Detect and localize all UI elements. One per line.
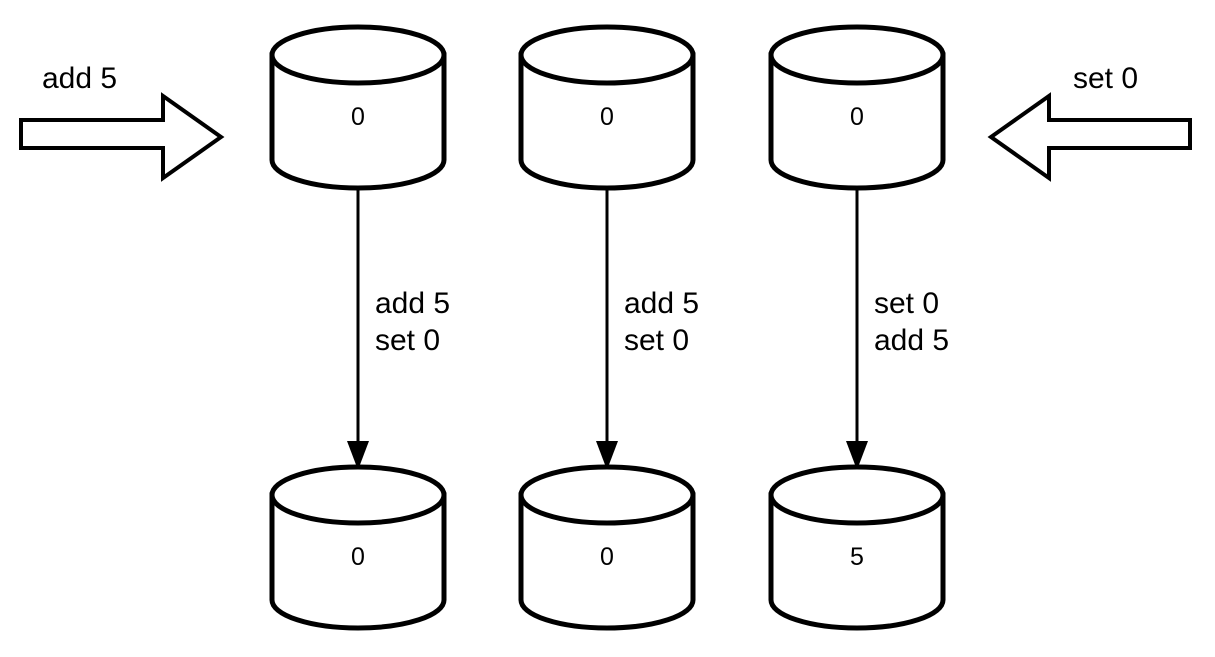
right-operation-label: set 0 bbox=[1073, 62, 1138, 95]
replica-3-after-value: 5 bbox=[850, 543, 864, 571]
replica-3-before-value: 0 bbox=[850, 103, 864, 131]
replica-2-edge bbox=[596, 188, 618, 470]
replica-3-after-cylinder: 5 bbox=[768, 464, 946, 631]
replica-2-after-value: 0 bbox=[600, 543, 614, 571]
block-arrow-left-icon bbox=[987, 92, 1192, 182]
block-arrow-right-icon bbox=[19, 92, 225, 182]
replica-1-op-1: add 5 bbox=[375, 287, 450, 320]
replica-1-op-2: set 0 bbox=[375, 324, 440, 357]
left-operation-label: add 5 bbox=[42, 62, 117, 95]
replica-1-after-value: 0 bbox=[351, 543, 365, 571]
replica-2-before-value: 0 bbox=[600, 103, 614, 131]
replica-1-before-value: 0 bbox=[351, 103, 365, 131]
replica-3-op-1: set 0 bbox=[874, 287, 939, 320]
replica-3-before-cylinder: 0 bbox=[768, 24, 946, 191]
replica-2-op-1: add 5 bbox=[624, 287, 699, 320]
replica-2-before-cylinder: 0 bbox=[518, 24, 696, 191]
replica-3-edge bbox=[846, 188, 868, 470]
replica-3-op-2: add 5 bbox=[874, 324, 949, 357]
replica-2-op-2: set 0 bbox=[624, 324, 689, 357]
replica-1-after-cylinder: 0 bbox=[269, 464, 447, 631]
replica-1-edge bbox=[347, 188, 369, 470]
replica-1-before-cylinder: 0 bbox=[269, 24, 447, 191]
replica-2-after-cylinder: 0 bbox=[518, 464, 696, 631]
